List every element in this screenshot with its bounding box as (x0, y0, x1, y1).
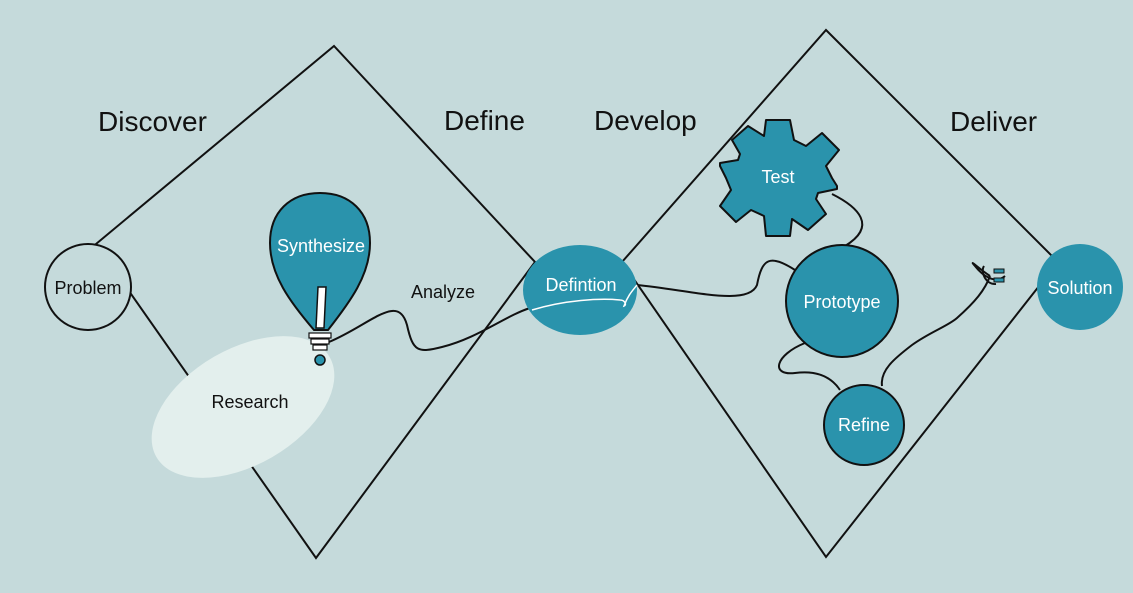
prototype-to-refine-connector (778, 342, 841, 391)
synthesize-label: Synthesize (277, 236, 365, 256)
analyze-connector (328, 307, 531, 351)
definition-to-prototype-connector (636, 259, 796, 297)
phase-title-deliver: Deliver (950, 106, 1037, 137)
phase-title-develop: Develop (594, 105, 697, 136)
refine-to-plug-connector (880, 275, 991, 387)
hot-air-balloon-icon (268, 191, 372, 366)
plug-icon (971, 262, 1006, 286)
research-ellipse (151, 336, 335, 478)
analyze-label: Analyze (411, 282, 475, 302)
phase-title-define: Define (444, 105, 525, 136)
test-to-prototype-connector (831, 193, 864, 247)
definition-label: Defintion (545, 275, 616, 295)
research-label: Research (211, 392, 288, 412)
solution-node (1037, 244, 1123, 330)
solution-label: Solution (1047, 278, 1112, 298)
test-label: Test (761, 167, 794, 187)
refine-label: Refine (838, 415, 890, 435)
phase-title-discover: Discover (98, 106, 207, 137)
gear-icon (719, 119, 840, 237)
prototype-label: Prototype (803, 292, 880, 312)
definition-node (523, 245, 637, 335)
problem-node (44, 243, 132, 331)
prototype-node (785, 244, 899, 358)
problem-label: Problem (54, 278, 121, 298)
refine-node (823, 384, 905, 466)
definition-underline (531, 284, 638, 311)
